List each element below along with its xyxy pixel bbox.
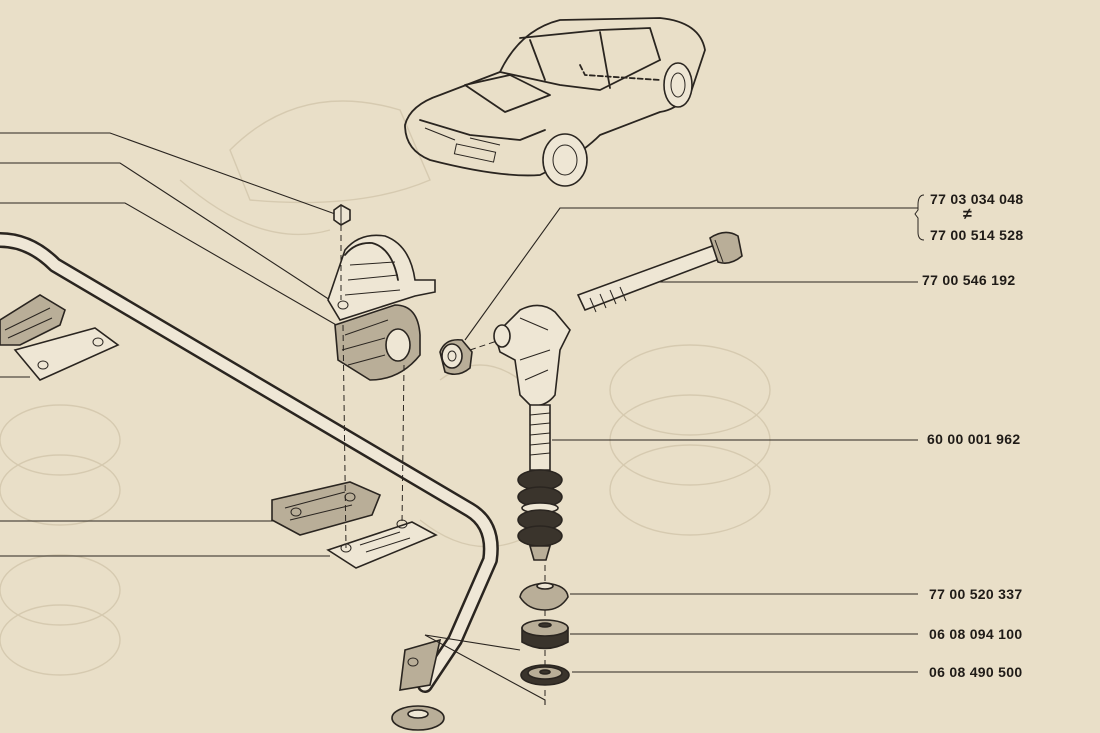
part-number-nut-upper: 77 03 034 048 [930, 191, 1024, 207]
car-illustration [404, 17, 706, 187]
part-number-bolt: 77 00 546 192 [922, 272, 1016, 288]
left-leader-lines [0, 132, 346, 557]
cup-bush-washer-stack [519, 582, 570, 686]
part-number-drop-link: 60 00 001 962 [927, 431, 1021, 447]
part-number-washer: 06 08 490 500 [929, 664, 1023, 680]
part-number-cup: 77 00 520 337 [929, 586, 1023, 602]
anti-roll-bar [0, 232, 499, 693]
link-nut [439, 338, 473, 376]
not-equal-symbol: ≠ [963, 206, 972, 223]
background-ghost-drawings [0, 100, 771, 676]
left-brackets [0, 294, 120, 381]
lower-washer [391, 705, 445, 731]
part-number-bush: 06 08 094 100 [929, 626, 1023, 642]
mounting-plates [271, 481, 438, 569]
assembly-guides [340, 225, 546, 705]
bolt [576, 231, 743, 313]
part-number-nut-alternative: 77 00 514 528 [930, 227, 1024, 243]
right-leader-lines [464, 194, 925, 673]
drop-link [493, 304, 571, 561]
bar-clamp-assembly [327, 204, 436, 381]
